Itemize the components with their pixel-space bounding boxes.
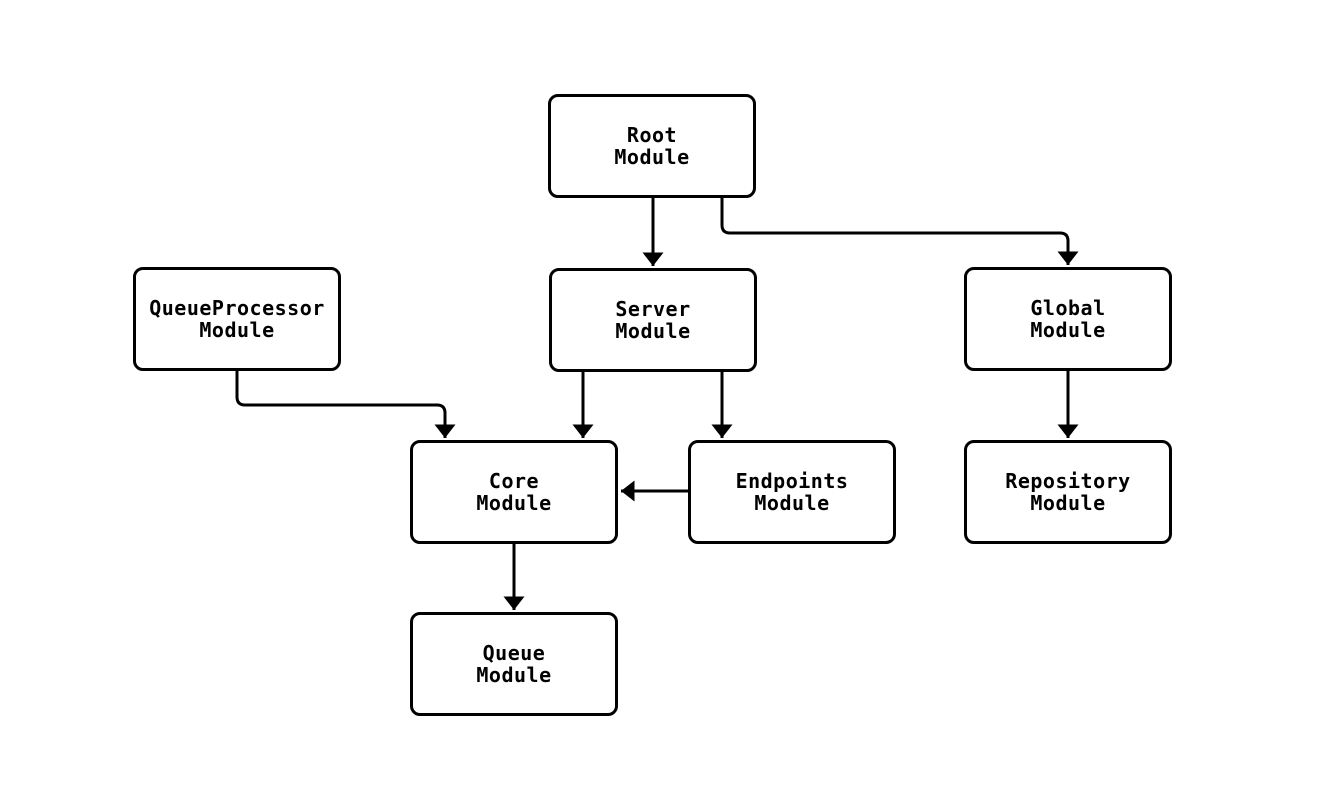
node-label-line: Global [1030,296,1106,320]
node-label-line: Queue [482,641,546,665]
node-root-module: Root Module [548,94,756,198]
node-label-line: Module [1030,318,1106,342]
edge-queueprocessor-to-core [235,371,456,438]
node-label-line: Endpoints [735,469,849,493]
node-label-line: Module [199,318,275,342]
node-label-line: Module [614,145,690,169]
node-label-line: Module [1030,491,1106,515]
node-label-line: QueueProcessor [149,296,325,320]
node-label-line: Module [754,491,830,515]
node-repository-module: Repository Module [964,440,1172,544]
node-label-line: Server [615,297,691,321]
node-label-line: Repository [1005,469,1131,493]
node-core-module: Core Module [410,440,618,544]
node-server-module: Server Module [549,268,757,372]
edge-root-to-global [720,198,1079,265]
node-label-line: Core [488,469,540,493]
node-endpoints-module: Endpoints Module [688,440,896,544]
node-label-line: Module [476,663,552,687]
node-label-line: Module [476,491,552,515]
node-global-module: Global Module [964,267,1172,371]
node-queue-module: Queue Module [410,612,618,716]
node-label-line: Root [626,123,678,147]
node-queueprocessor-module: QueueProcessor Module [133,267,341,371]
node-label-line: Module [615,319,691,343]
